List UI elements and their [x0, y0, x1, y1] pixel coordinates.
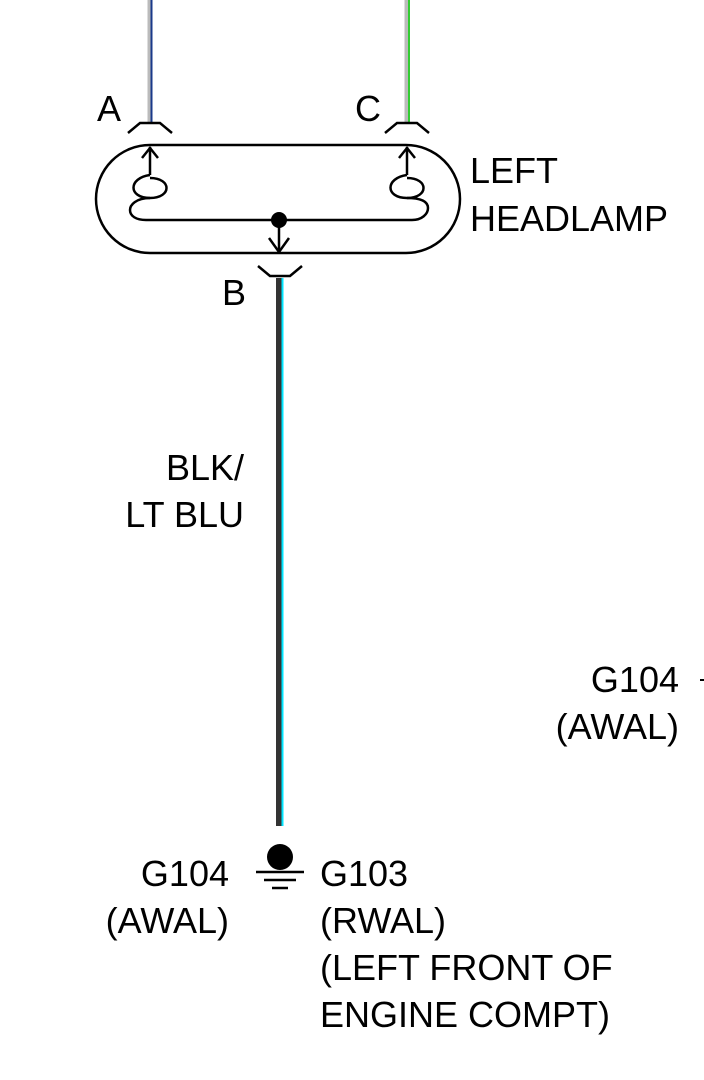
- pin-b-label: B: [222, 272, 246, 313]
- wire-color-line2: LT BLU: [125, 494, 244, 535]
- component-name-line2: HEADLAMP: [470, 198, 668, 239]
- wire-pin-b: [276, 278, 284, 826]
- ground-right-line1: G103: [320, 853, 408, 894]
- pin-a-label: A: [97, 88, 121, 129]
- ground-symbol: [256, 844, 304, 890]
- component-name-line1: LEFT: [470, 150, 558, 191]
- wire-color-line1: BLK/: [166, 447, 244, 488]
- junction-dot: [271, 212, 287, 228]
- headlamp-filament: [128, 145, 430, 255]
- wire-pin-a: [147, 0, 153, 122]
- ground-left-line1: G104: [141, 853, 229, 894]
- ground-right-line2: (RWAL): [320, 900, 446, 941]
- side-ground-line1: G104: [591, 659, 679, 700]
- terminal-b-symbol: [257, 265, 303, 278]
- terminal-a-symbol: [127, 121, 173, 134]
- pin-c-label: C: [355, 88, 381, 129]
- wire-pin-c: [404, 0, 410, 122]
- side-ground-line2: (AWAL): [556, 706, 679, 747]
- terminal-c-symbol: [384, 121, 430, 134]
- ground-left-line2: (AWAL): [106, 900, 229, 941]
- ground-right-line4: ENGINE COMPT): [320, 994, 610, 1035]
- ground-right-line3: (LEFT FRONT OF: [320, 947, 613, 988]
